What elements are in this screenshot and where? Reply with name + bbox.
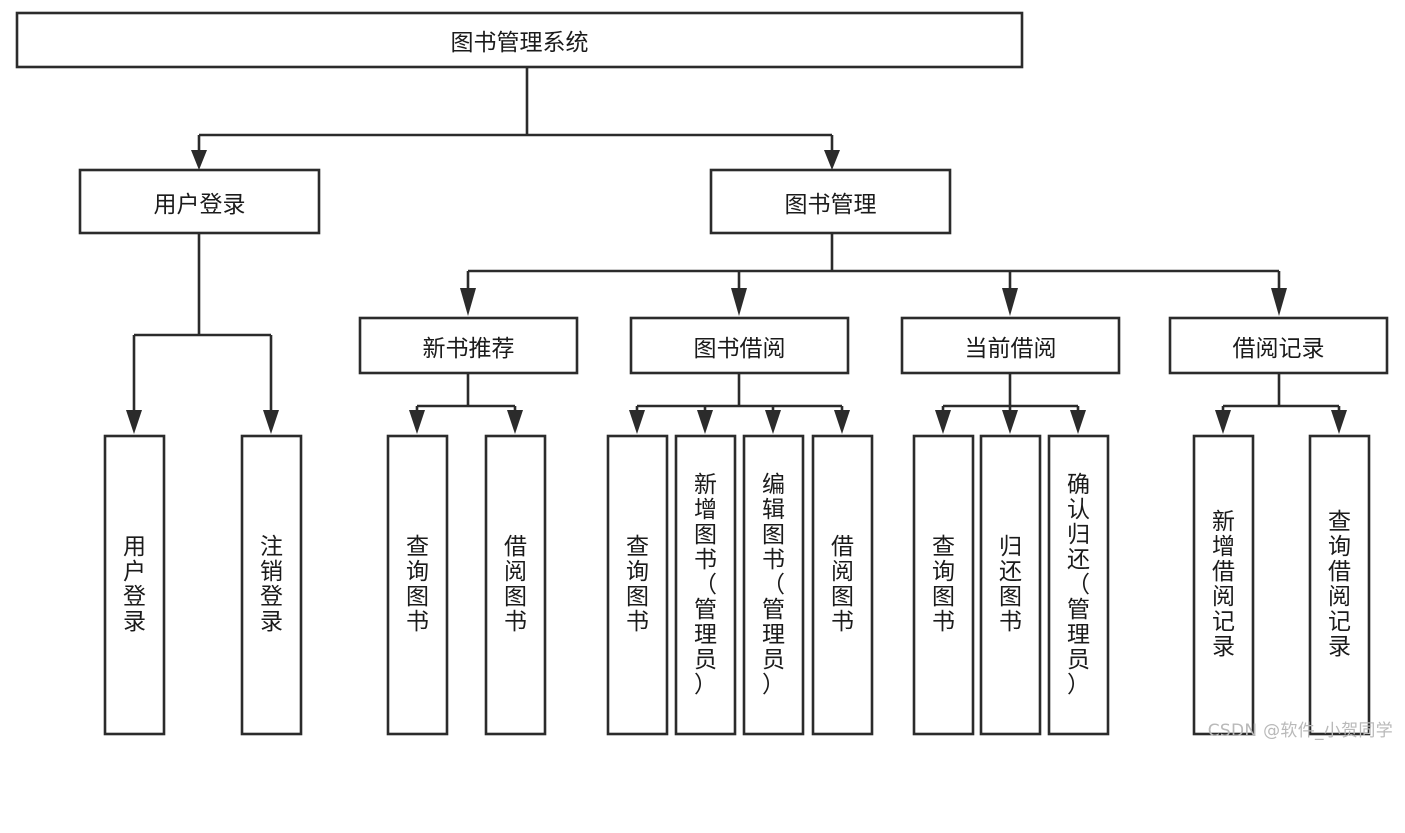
diagram-canvas <box>15 11 1389 736</box>
arrow-head-new-book-recommend <box>460 288 476 316</box>
arrow-head-leaf-rec-query-book <box>409 410 425 434</box>
arrow-head-user-login <box>191 150 207 170</box>
node-box-book-manage[interactable] <box>709 168 952 235</box>
arrow-head-leaf-current-confirm-return <box>1070 410 1086 434</box>
arrow-head-leaf-rec-borrow-book <box>507 410 523 434</box>
arrow-head-leaf-borrow-edit-book <box>765 410 781 434</box>
arrow-head-leaf-current-return-book <box>1002 410 1018 434</box>
node-box-leaf-record-query[interactable] <box>1308 434 1371 736</box>
arrow-head-leaf-borrow-query-book <box>629 410 645 434</box>
arrow-head-current-borrow <box>1002 288 1018 316</box>
arrow-head-book-manage <box>824 150 840 170</box>
node-box-new-book-recommend[interactable] <box>358 316 579 375</box>
arrow-head-borrow-record <box>1271 288 1287 316</box>
node-box-current-borrow[interactable] <box>900 316 1121 375</box>
arrow-head-leaf-borrow-borrow-book <box>834 410 850 434</box>
node-box-leaf-borrow-add-book[interactable] <box>674 434 737 736</box>
node-box-layer <box>15 11 1389 736</box>
node-box-leaf-current-query-book[interactable] <box>912 434 975 736</box>
connector-layer <box>126 67 1347 434</box>
node-box-leaf-borrow-edit-book[interactable] <box>742 434 805 736</box>
node-box-root[interactable] <box>15 11 1024 69</box>
node-box-leaf-user-logout[interactable] <box>240 434 303 736</box>
arrow-head-leaf-borrow-add-book <box>697 410 713 434</box>
arrow-head-leaf-user-login <box>126 410 142 434</box>
arrow-head-book-borrow <box>731 288 747 316</box>
watermark: CSDN @软件_小贺同学 <box>1207 721 1393 741</box>
node-box-book-borrow[interactable] <box>629 316 850 375</box>
arrow-head-leaf-record-query <box>1331 410 1347 434</box>
node-box-leaf-borrow-query-book[interactable] <box>606 434 669 736</box>
node-box-leaf-record-add[interactable] <box>1192 434 1255 736</box>
node-box-leaf-user-login[interactable] <box>103 434 166 736</box>
arrow-head-leaf-user-logout <box>263 410 279 434</box>
diagram-root: 图书管理系统 用户登录 图书管理 新书推荐 图书借阅 当前借阅 借阅记录 用户登… <box>15 11 1393 741</box>
node-box-leaf-current-confirm-return[interactable] <box>1047 434 1110 736</box>
node-box-leaf-rec-borrow-book[interactable] <box>484 434 547 736</box>
node-box-leaf-borrow-borrow-book[interactable] <box>811 434 874 736</box>
arrow-head-leaf-current-query-book <box>935 410 951 434</box>
node-box-user-login[interactable] <box>78 168 321 235</box>
node-box-leaf-rec-query-book[interactable] <box>386 434 449 736</box>
node-box-borrow-record[interactable] <box>1168 316 1389 375</box>
arrow-head-leaf-record-add <box>1215 410 1231 434</box>
node-box-leaf-current-return-book[interactable] <box>979 434 1042 736</box>
